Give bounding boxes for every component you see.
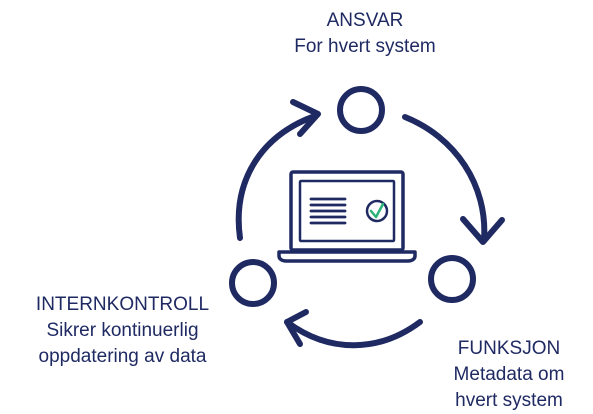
arrowhead-to-ansvar [290, 99, 321, 137]
arrow-funksjon-to-internkontroll [284, 319, 423, 349]
node-funksjon-circle [428, 255, 476, 303]
node-ansvar-title: ANSVAR [326, 10, 404, 31]
node-ansvar-subtitle: For hvert system [294, 36, 436, 57]
node-ansvar-label: ANSVAR For hvert system [240, 8, 490, 60]
node-funksjon-subtitle-2: hvert system [455, 390, 563, 411]
arrowhead-to-funksjon [460, 216, 505, 245]
laptop-screen-inner [298, 179, 396, 243]
node-internkontroll-title: INTERNKONTROLL [35, 294, 210, 315]
laptop-screen [289, 170, 405, 252]
node-funksjon-title: FUNKSJON [457, 338, 561, 359]
node-funksjon-subtitle-1: Metadata om [453, 364, 565, 385]
node-internkontroll-label: INTERNKONTROLL Sikrer kontinuerlig oppda… [0, 292, 245, 370]
arrow-ansvar-to-funksjon [402, 114, 488, 243]
node-internkontroll-subtitle-1: Sikrer kontinuerlig [46, 320, 199, 341]
arrowhead-to-internkontroll [284, 309, 309, 347]
laptop-icon [277, 170, 417, 263]
document-lines-icon [309, 197, 347, 225]
node-ansvar-circle [337, 86, 385, 134]
node-internkontroll-circle [229, 259, 277, 307]
laptop-base [277, 250, 417, 263]
node-funksjon-label: FUNKSJON Metadata om hvert system [425, 336, 593, 414]
check-circle-icon [365, 199, 389, 223]
node-internkontroll-subtitle-2: oppdatering av data [38, 346, 207, 367]
arrow-internkontroll-to-ansvar [235, 113, 318, 241]
